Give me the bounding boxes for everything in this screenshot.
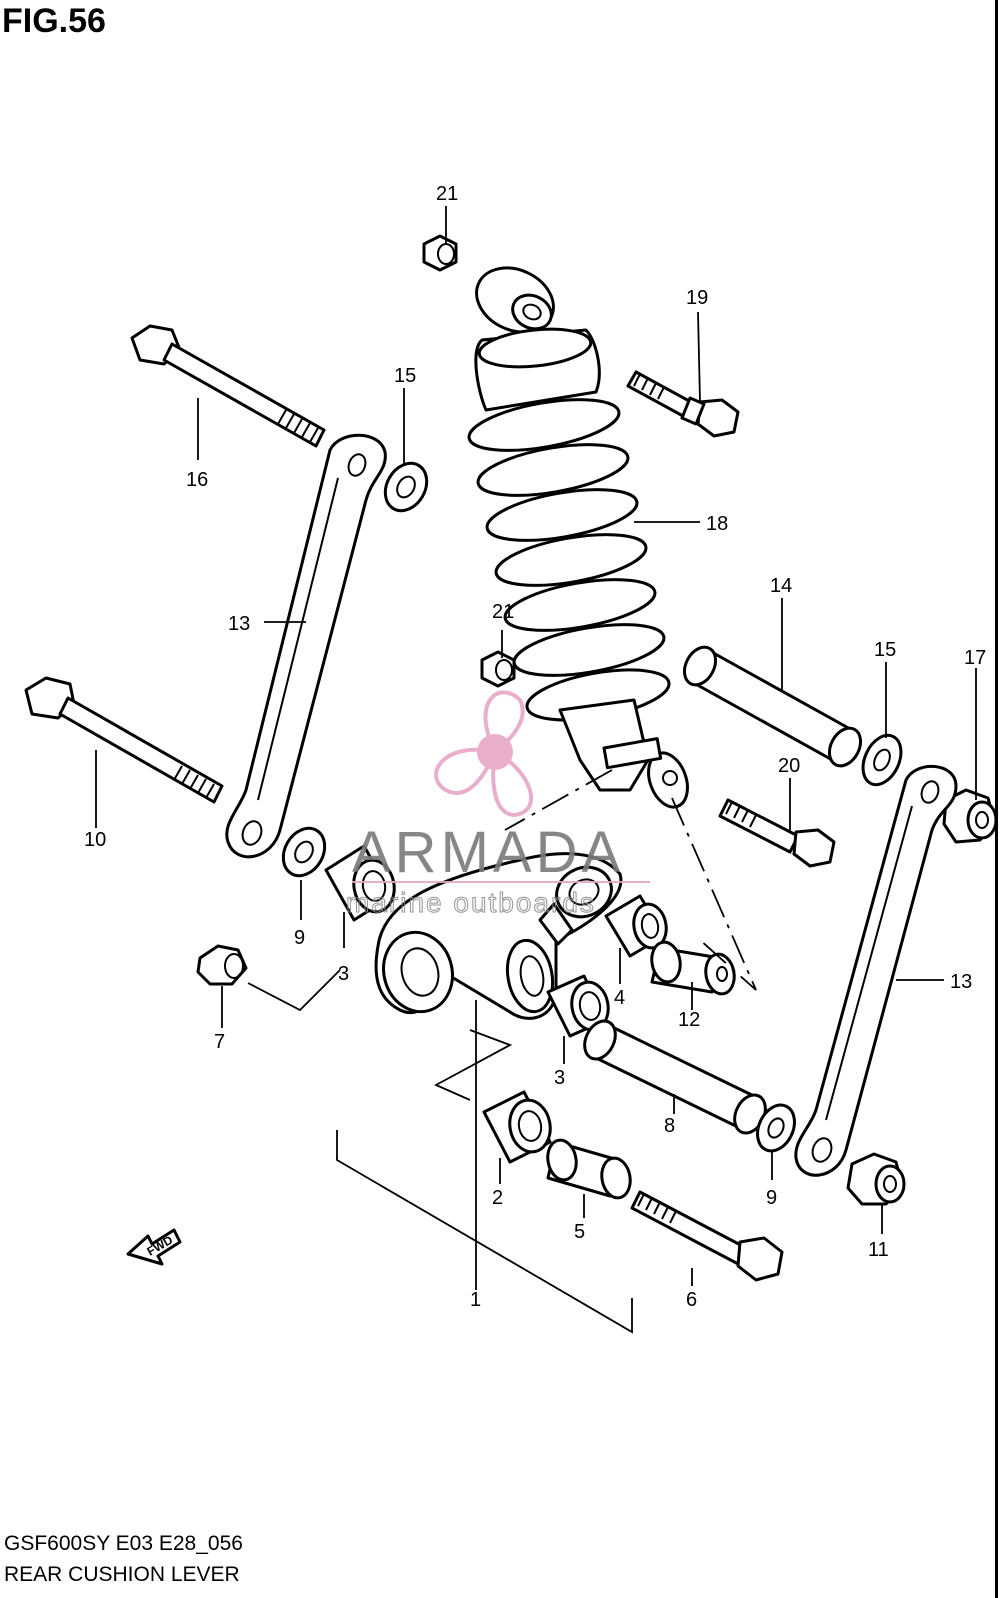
assembly-guides — [247, 769, 757, 1334]
callout-10: 10 — [84, 829, 106, 851]
washer-9-right[interactable] — [750, 1099, 801, 1157]
callout-labels: 21 19 15 16 18 13 14 21 15 17 20 10 9 3 … — [84, 183, 986, 1311]
bolt-19[interactable] — [626, 370, 740, 438]
link-arm-13-left[interactable] — [225, 433, 387, 859]
spacer-12[interactable] — [649, 940, 738, 996]
watermark-tagline: marine outboards — [346, 887, 596, 918]
watermark-brand: ARMADA — [352, 820, 624, 885]
coil-spring — [467, 398, 671, 722]
spacer-5[interactable] — [545, 1138, 634, 1200]
bolt-10[interactable] — [24, 676, 224, 804]
fwd-direction-badge: FWD — [126, 1228, 182, 1266]
callout-15-upper: 15 — [394, 365, 416, 387]
callout-21-top: 21 — [436, 183, 458, 205]
bolt-6[interactable] — [630, 1190, 784, 1282]
callout-21-middle: 21 — [492, 601, 514, 623]
callout-9-right: 9 — [766, 1187, 777, 1209]
callout-16: 16 — [186, 469, 208, 491]
nut-21-top[interactable] — [422, 234, 458, 272]
link-arm-13-right[interactable] — [794, 765, 958, 1177]
callout-13-right: 13 — [950, 971, 972, 993]
bearing-4[interactable] — [604, 894, 670, 958]
cushion-lever-1[interactable] — [374, 852, 623, 1020]
figure-title: FIG.56 — [2, 2, 106, 40]
model-code: GSF600SY E03 E28_056 — [4, 1532, 243, 1555]
bolt-16[interactable] — [130, 324, 326, 448]
callout-18: 18 — [706, 513, 728, 535]
callout-19: 19 — [686, 287, 708, 309]
nut-7[interactable] — [196, 944, 248, 986]
callout-14: 14 — [770, 575, 792, 597]
callout-17: 17 — [964, 647, 986, 669]
spacer-14[interactable] — [678, 642, 867, 771]
bolt-20[interactable] — [718, 798, 836, 868]
callout-11: 11 — [868, 1239, 889, 1261]
washer-15-right[interactable] — [856, 729, 909, 790]
callout-7: 7 — [214, 1031, 225, 1053]
nut-21-middle[interactable] — [480, 650, 516, 688]
shock-absorber-18[interactable] — [465, 256, 694, 813]
callout-12: 12 — [678, 1009, 700, 1031]
washer-15-upper[interactable] — [377, 456, 435, 518]
nut-17[interactable] — [942, 788, 998, 844]
callout-13-left: 13 — [228, 613, 250, 635]
propeller-icon — [434, 690, 534, 818]
callout-1: 1 — [470, 1289, 481, 1311]
callout-5: 5 — [574, 1221, 585, 1243]
right-border-rule — [995, 0, 998, 1598]
callout-9-left: 9 — [294, 927, 305, 949]
figure-caption: REAR CUSHION LEVER — [4, 1563, 240, 1586]
bearing-3-lower[interactable] — [546, 974, 612, 1038]
callout-6: 6 — [686, 1289, 697, 1311]
bearing-2[interactable] — [482, 1090, 554, 1164]
spacer-8[interactable] — [579, 1016, 772, 1138]
armada-watermark: ARMADA marine outboards — [346, 690, 650, 919]
callout-3-lower: 3 — [554, 1067, 565, 1089]
callout-20: 20 — [778, 755, 800, 777]
callout-15-right: 15 — [874, 639, 896, 661]
washer-9-left[interactable] — [275, 821, 333, 883]
callout-3-upper: 3 — [338, 963, 349, 985]
callout-4: 4 — [614, 987, 625, 1009]
nut-11[interactable] — [846, 1152, 906, 1206]
callout-2: 2 — [492, 1187, 503, 1209]
callout-8: 8 — [664, 1115, 675, 1137]
